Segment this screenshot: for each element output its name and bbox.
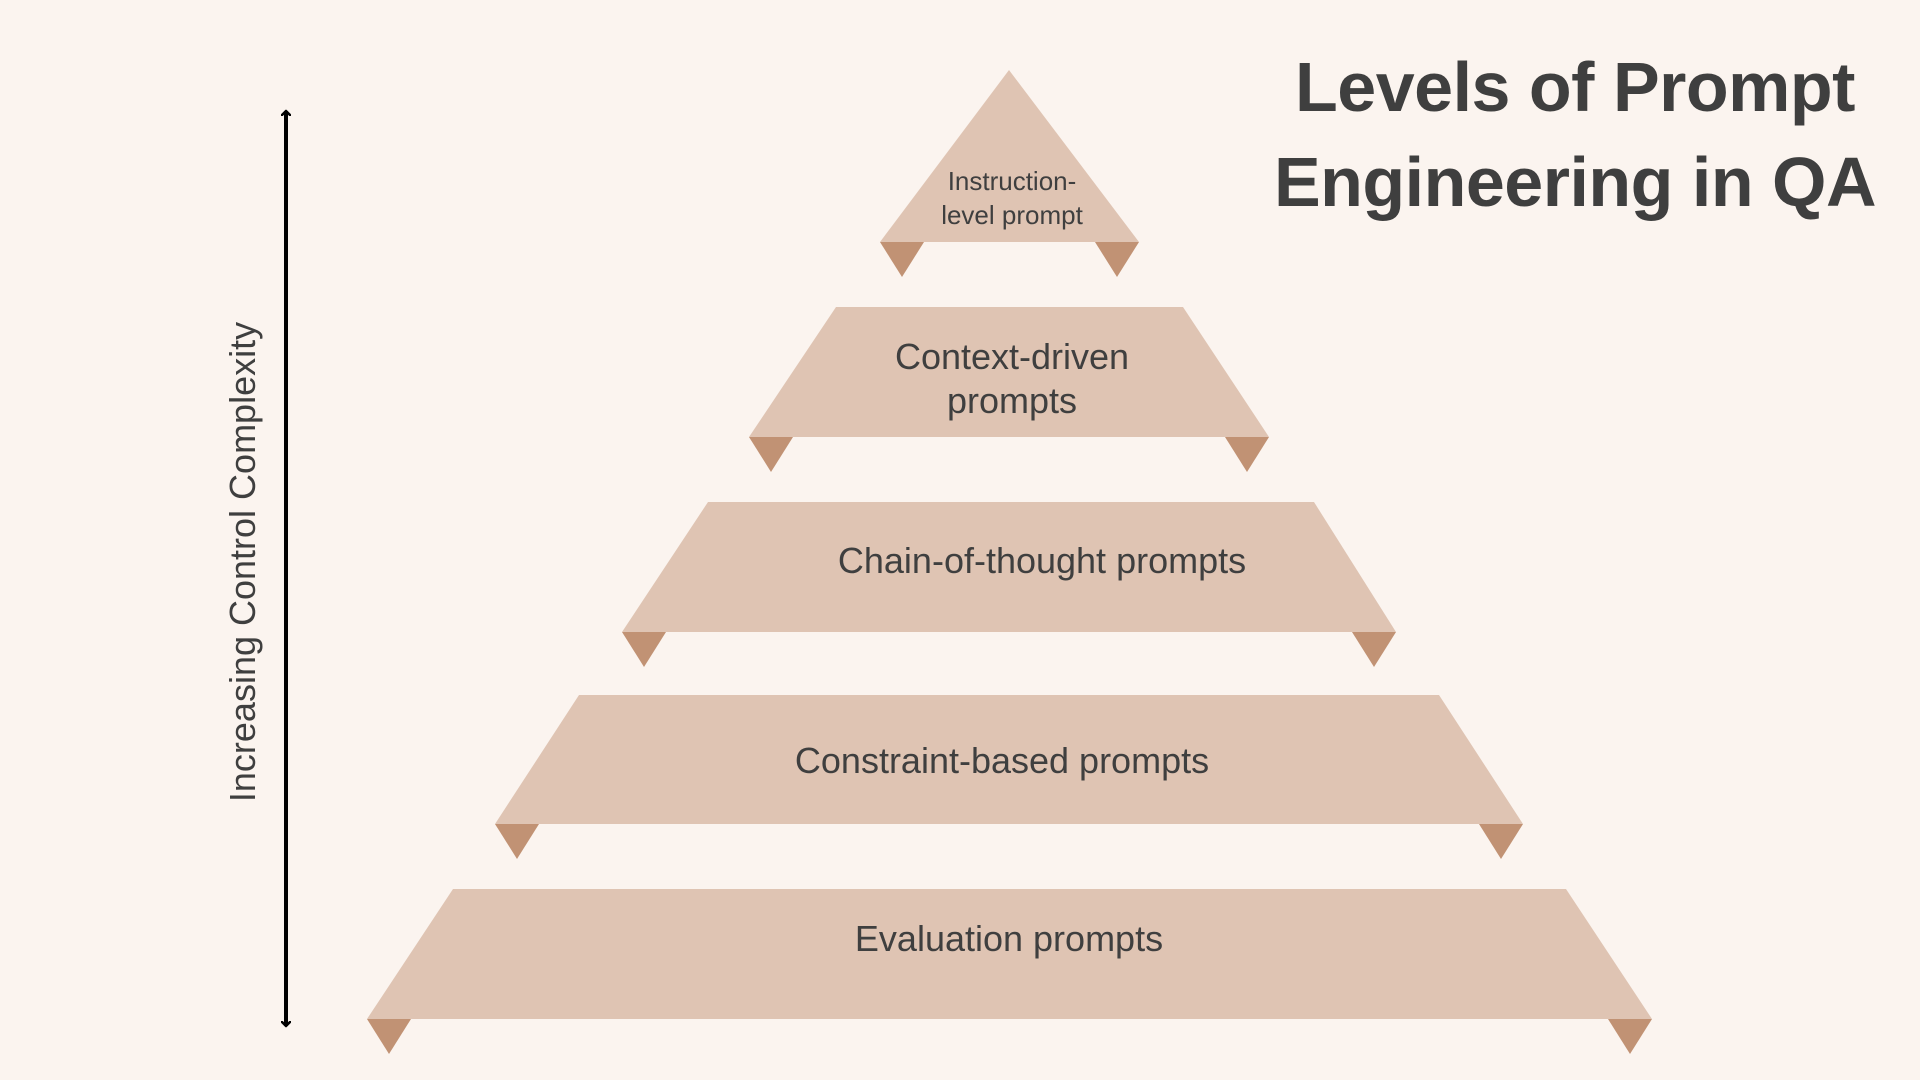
- pyramid-level-4: [495, 695, 1523, 859]
- level-2-flap-left: [749, 437, 793, 472]
- level-1-flap-left: [880, 242, 924, 277]
- level-5-flap-right: [1608, 1019, 1652, 1054]
- level-1-label: Instruction- level prompt: [941, 164, 1083, 232]
- level-2-label-line-2: prompts: [946, 380, 1078, 421]
- level-4-label-line-1: Constraint-based prompts: [794, 740, 1210, 781]
- title-line-1: Levels of Prompt: [1295, 48, 1855, 126]
- level-2-label-line-1: Context-driven: [894, 336, 1130, 377]
- level-4-label: Constraint-based prompts: [795, 739, 1209, 783]
- level-5-flap-left: [367, 1019, 411, 1054]
- level-1-label-line-2: level prompt: [941, 200, 1083, 230]
- level-3-flap-right: [1352, 632, 1396, 667]
- level-3-band: [622, 502, 1396, 632]
- pyramid-level-1: [880, 70, 1139, 277]
- pyramid-level-2: [749, 307, 1269, 472]
- level-1-band: [880, 70, 1139, 242]
- level-4-band: [495, 695, 1523, 824]
- axis-label: Increasing Control Complexity: [222, 321, 263, 803]
- level-3-flap-left: [622, 632, 666, 667]
- level-3-label-line-1: Chain-of-thought prompts: [837, 540, 1247, 581]
- level-2-band: [749, 307, 1269, 437]
- pyramid-level-3: [622, 502, 1396, 667]
- page-title: Levels of Prompt Engineering in QA: [1240, 40, 1910, 230]
- level-5-band: [367, 889, 1652, 1019]
- level-2-label: Context-driven prompts: [895, 335, 1129, 423]
- level-3-label: Chain-of-thought prompts: [838, 539, 1246, 583]
- level-2-flap-right: [1225, 437, 1269, 472]
- level-1-flap-right: [1095, 242, 1139, 277]
- pyramid-level-5: [367, 889, 1652, 1054]
- level-5-label-line-1: Evaluation prompts: [854, 918, 1164, 959]
- level-1-label-line-1: Instruction-: [947, 166, 1077, 196]
- level-5-label: Evaluation prompts: [855, 917, 1163, 961]
- level-4-flap-left: [495, 824, 539, 859]
- level-4-flap-right: [1479, 824, 1523, 859]
- title-line-2: Engineering in QA: [1273, 143, 1877, 221]
